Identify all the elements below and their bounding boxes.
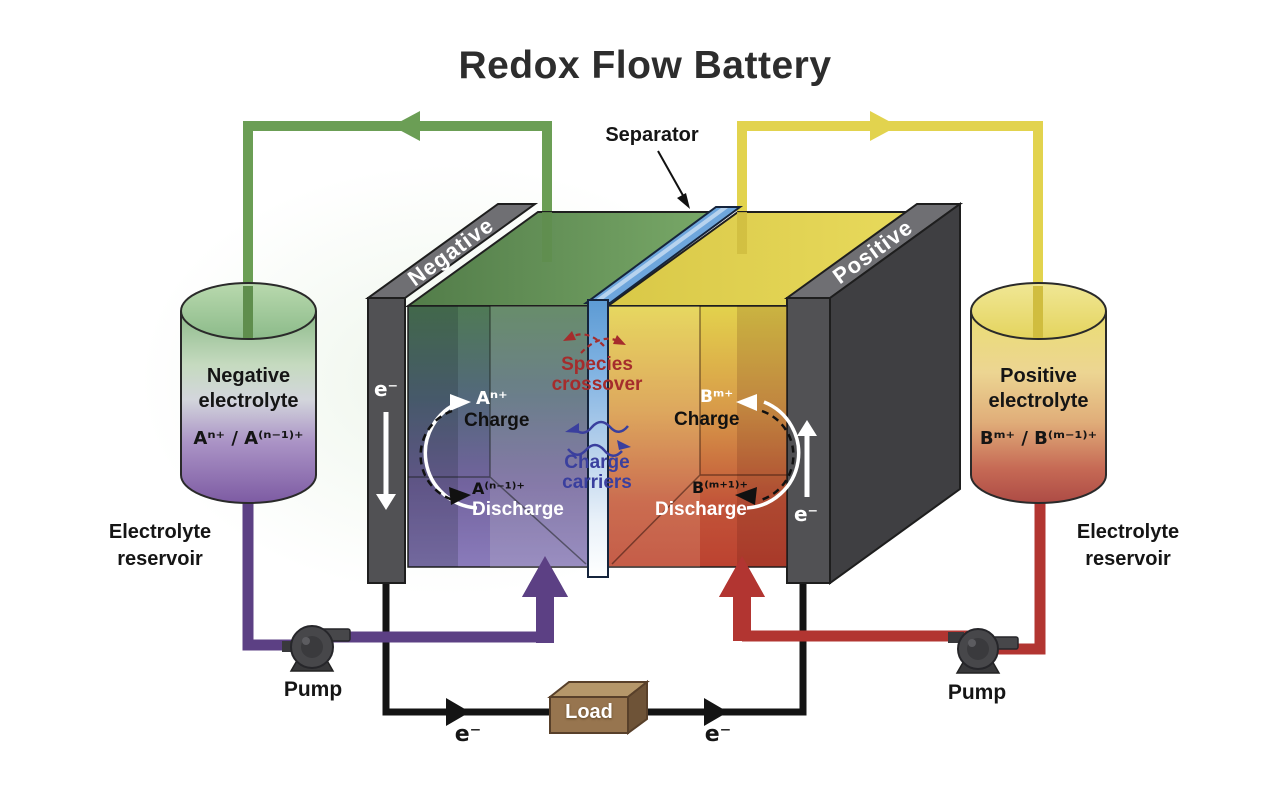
- electron-flow-arrow-left: [446, 698, 470, 726]
- positive-reservoir-name: Positive electrolyte: [988, 365, 1089, 412]
- positive-reservoir-tank: [970, 282, 1107, 504]
- species-crossover-label: Species crossover: [551, 354, 643, 395]
- right-charge-label: Charge: [674, 409, 740, 430]
- negative-loop-pipe: [243, 111, 552, 330]
- right-charge-species: Bᵐ⁺: [700, 387, 734, 407]
- electron-label-positive-electrode: e⁻: [793, 502, 819, 526]
- species-crossover-arrows: [563, 331, 626, 354]
- pump-right-label: Pump: [947, 681, 1007, 704]
- circuit-wires: [382, 575, 807, 726]
- load-box: [547, 679, 650, 735]
- negative-redox-couple: Aⁿ⁺ / A⁽ⁿ⁻¹⁾⁺: [193, 428, 304, 449]
- positive-redox-cycle: [735, 394, 801, 510]
- positive-loop-pipe: [737, 111, 1043, 330]
- load-label: Load: [565, 701, 613, 723]
- flow-arrow-left-top: [392, 111, 420, 141]
- pump-right-icon: [948, 628, 1019, 674]
- electron-flow-arrow-right: [704, 698, 728, 726]
- electron-arrow-negative-electrode: [376, 412, 396, 510]
- electron-label-wire-left: e⁻: [454, 722, 482, 747]
- negative-reservoir-name: Negative electrolyte: [198, 365, 299, 412]
- charge-carriers-label: Charge carriers: [562, 452, 632, 493]
- separator-pointer-arrow: [657, 150, 690, 209]
- separator-front: [587, 299, 609, 578]
- negative-reservoir-caption: Electrolyte reservoir: [108, 521, 212, 570]
- negative-redox-cycle: [419, 394, 478, 510]
- left-charge-species: Aⁿ⁺: [476, 388, 508, 409]
- left-discharge-species: A⁽ⁿ⁻¹⁾⁺: [472, 479, 525, 498]
- right-discharge-label: Discharge: [655, 499, 747, 520]
- electron-arrow-positive-electrode: [797, 420, 817, 497]
- flow-arrow-right-top: [870, 111, 898, 141]
- positive-half-cell-front: [607, 305, 788, 568]
- left-discharge-label: Discharge: [472, 499, 564, 520]
- right-discharge-species: B⁽ᵐ⁺¹⁾⁺: [692, 478, 748, 497]
- positive-redox-couple: Bᵐ⁺ / B⁽ᵐ⁻¹⁾⁺: [979, 428, 1098, 449]
- left-charge-label: Charge: [464, 410, 530, 431]
- separator-label: Separator: [605, 124, 699, 146]
- electron-label-negative-electrode: e⁻: [373, 377, 399, 401]
- electron-label-wire-right: e⁻: [704, 722, 732, 747]
- negative-half-cell-front: [407, 305, 589, 568]
- diagram-title: Redox Flow Battery: [458, 44, 832, 87]
- cell-stack: [364, 202, 964, 597]
- negative-reservoir-tank: [180, 282, 317, 504]
- positive-reservoir-caption: Electrolyte reservoir: [1076, 521, 1180, 570]
- pump-left-label: Pump: [283, 678, 343, 701]
- charge-carrier-arrows: [565, 420, 631, 457]
- pump-left-icon: [282, 625, 351, 672]
